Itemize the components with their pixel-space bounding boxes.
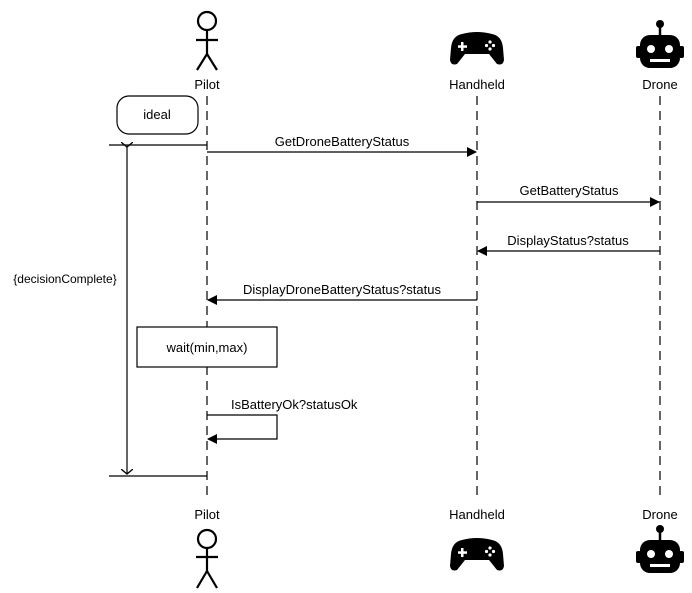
handheld-label-bottom: Handheld [449, 507, 505, 522]
drone-robot-icon-bottom [636, 525, 684, 573]
message-label-get-battery-status: GetBatteryStatus [520, 183, 619, 198]
handheld-gamepad-icon [450, 32, 504, 65]
handheld-gamepad-icon-bottom [450, 538, 504, 571]
constraint-label: {decisionComplete} [13, 272, 116, 286]
message-label-display-status: DisplayStatus?status [507, 233, 629, 248]
pilot-actor-icon-bottom [196, 528, 218, 589]
drone-robot-icon [636, 20, 684, 68]
state-box-label: ideal [143, 107, 171, 122]
action-box-label: wait(min,max) [166, 340, 248, 355]
handheld-label-top: Handheld [449, 77, 505, 92]
message-label-display-drone-battery-status: DisplayDroneBatteryStatus?status [243, 282, 441, 297]
drone-label-bottom: Drone [642, 507, 677, 522]
action-box [136, 326, 278, 368]
pilot-label-top: Pilot [194, 77, 220, 92]
state-box [116, 95, 199, 135]
message-arrow-is-battery-ok [207, 414, 278, 444]
pilot-label-bottom: Pilot [194, 507, 220, 522]
message-label-get-drone-battery-status: GetDroneBatteryStatus [275, 134, 410, 149]
message-label-is-battery-ok: IsBatteryOk?statusOk [231, 397, 358, 412]
drone-label-top: Drone [642, 77, 677, 92]
pilot-actor-icon [196, 10, 218, 71]
